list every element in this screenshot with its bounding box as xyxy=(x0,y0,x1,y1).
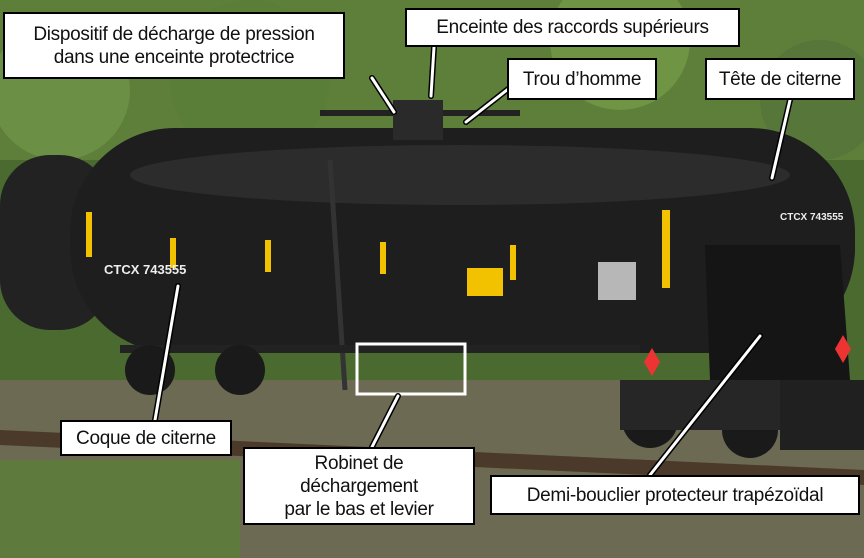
label-tank-shell: Coque de citerne xyxy=(60,420,232,456)
label-line: Dispositif de décharge de pression xyxy=(33,23,315,45)
label-line: par le bas et levier xyxy=(284,498,434,520)
bottom-valve-highlight xyxy=(355,342,467,396)
label-line: déchargement xyxy=(300,475,418,497)
label-head-shield: Demi-bouclier protecteur trapézoïdal xyxy=(490,475,860,515)
label-tank-head: Tête de citerne xyxy=(705,58,855,100)
label-bottom-valve: Robinet de déchargement par le bas et le… xyxy=(243,447,475,525)
label-top-fittings: Enceinte des raccords supérieurs xyxy=(405,8,740,47)
top-fittings-housing xyxy=(393,100,443,140)
car-marking-side: CTCX 743555 xyxy=(104,262,187,277)
label-manway: Trou d’homme xyxy=(507,58,657,100)
label-pressure-relief: Dispositif de décharge de pression dans … xyxy=(3,12,345,79)
label-line: Robinet de xyxy=(314,452,404,474)
car-marking-end: CTCX 743555 xyxy=(780,212,844,223)
reflective-stripes xyxy=(86,210,670,296)
head-shield xyxy=(705,245,850,380)
label-line: dans une enceinte protectrice xyxy=(53,46,295,68)
